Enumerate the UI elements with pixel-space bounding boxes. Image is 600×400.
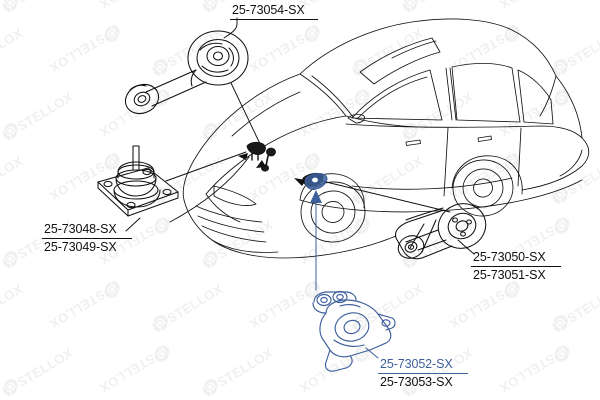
label-connector-lines	[125, 217, 469, 250]
callout-rule-right	[471, 266, 561, 267]
part-illustration-25-73054	[124, 30, 249, 115]
highlight-arrow-head	[310, 190, 322, 203]
callout-label-25-73049[interactable]: 25-73049-SX	[44, 240, 117, 254]
callout-label-25-73050[interactable]: 25-73050-SX	[473, 250, 546, 264]
callout-label-25-73054[interactable]: 25-73054-SX	[232, 3, 305, 17]
highlight-callout-marker	[304, 173, 328, 190]
highlight-label-connector	[365, 347, 379, 359]
callout-rule-bottom	[378, 373, 468, 374]
part-illustration-25-73050	[395, 203, 487, 260]
part-illustration-25-73052-highlighted	[312, 290, 396, 372]
part-illustration-25-73048	[97, 145, 179, 217]
vehicle-illustration	[182, 18, 590, 259]
leader-lines	[165, 17, 475, 255]
callout-rule-top	[230, 19, 318, 20]
callout-label-25-73052[interactable]: 25-73052-SX	[380, 357, 453, 371]
callout-label-25-73048[interactable]: 25-73048-SX	[44, 222, 117, 236]
callout-rule-left	[42, 238, 132, 239]
callout-label-25-73053[interactable]: 25-73053-SX	[380, 375, 453, 389]
callout-label-25-73051[interactable]: 25-73051-SX	[473, 268, 546, 282]
